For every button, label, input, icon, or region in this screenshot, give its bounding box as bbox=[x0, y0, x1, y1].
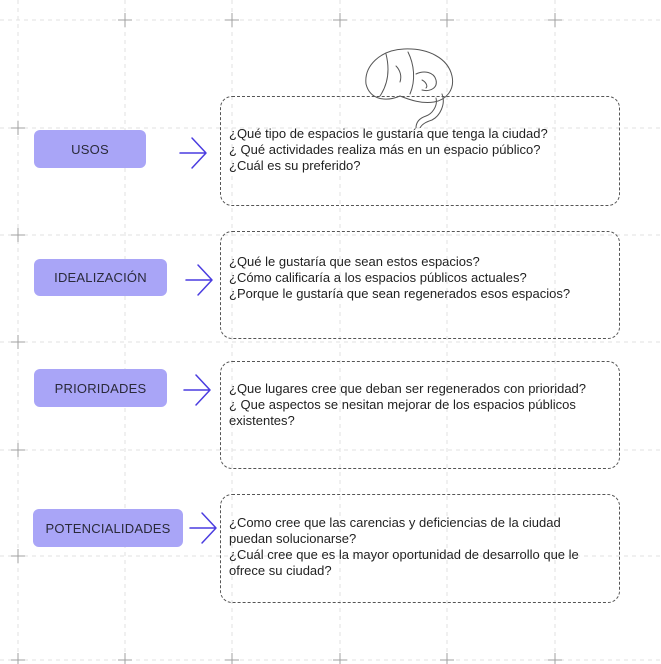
pinching-hand-icon bbox=[365, 48, 454, 128]
arrow-right-icon bbox=[179, 137, 207, 169]
category-pill-idealizacion: IDEALIZACIÓN bbox=[34, 259, 167, 296]
questions-text-idealizacion: ¿Qué le gustaría que sean estos espacios… bbox=[229, 254, 571, 301]
arrow-right-icon bbox=[189, 512, 217, 544]
questions-text-prioridades: ¿Que lugares cree que deban ser regenera… bbox=[229, 381, 587, 428]
questions-box-usos bbox=[220, 96, 620, 206]
questions-text-usos: ¿Qué tipo de espacios le gustaría que te… bbox=[229, 126, 548, 173]
category-pill-usos: USOS bbox=[34, 130, 146, 168]
arrow-right-icon bbox=[183, 374, 211, 406]
questions-box-idealizacion bbox=[220, 231, 620, 339]
questions-box-potencialidades bbox=[220, 494, 620, 603]
arrow-right-icon bbox=[185, 264, 213, 296]
questions-text-potencialidades: ¿Como cree que las carencias y deficienc… bbox=[229, 515, 579, 578]
category-pill-potencialidades: POTENCIALIDADES bbox=[33, 509, 183, 547]
category-pill-prioridades: PRIORIDADES bbox=[34, 369, 167, 407]
questions-box-prioridades bbox=[220, 361, 620, 469]
